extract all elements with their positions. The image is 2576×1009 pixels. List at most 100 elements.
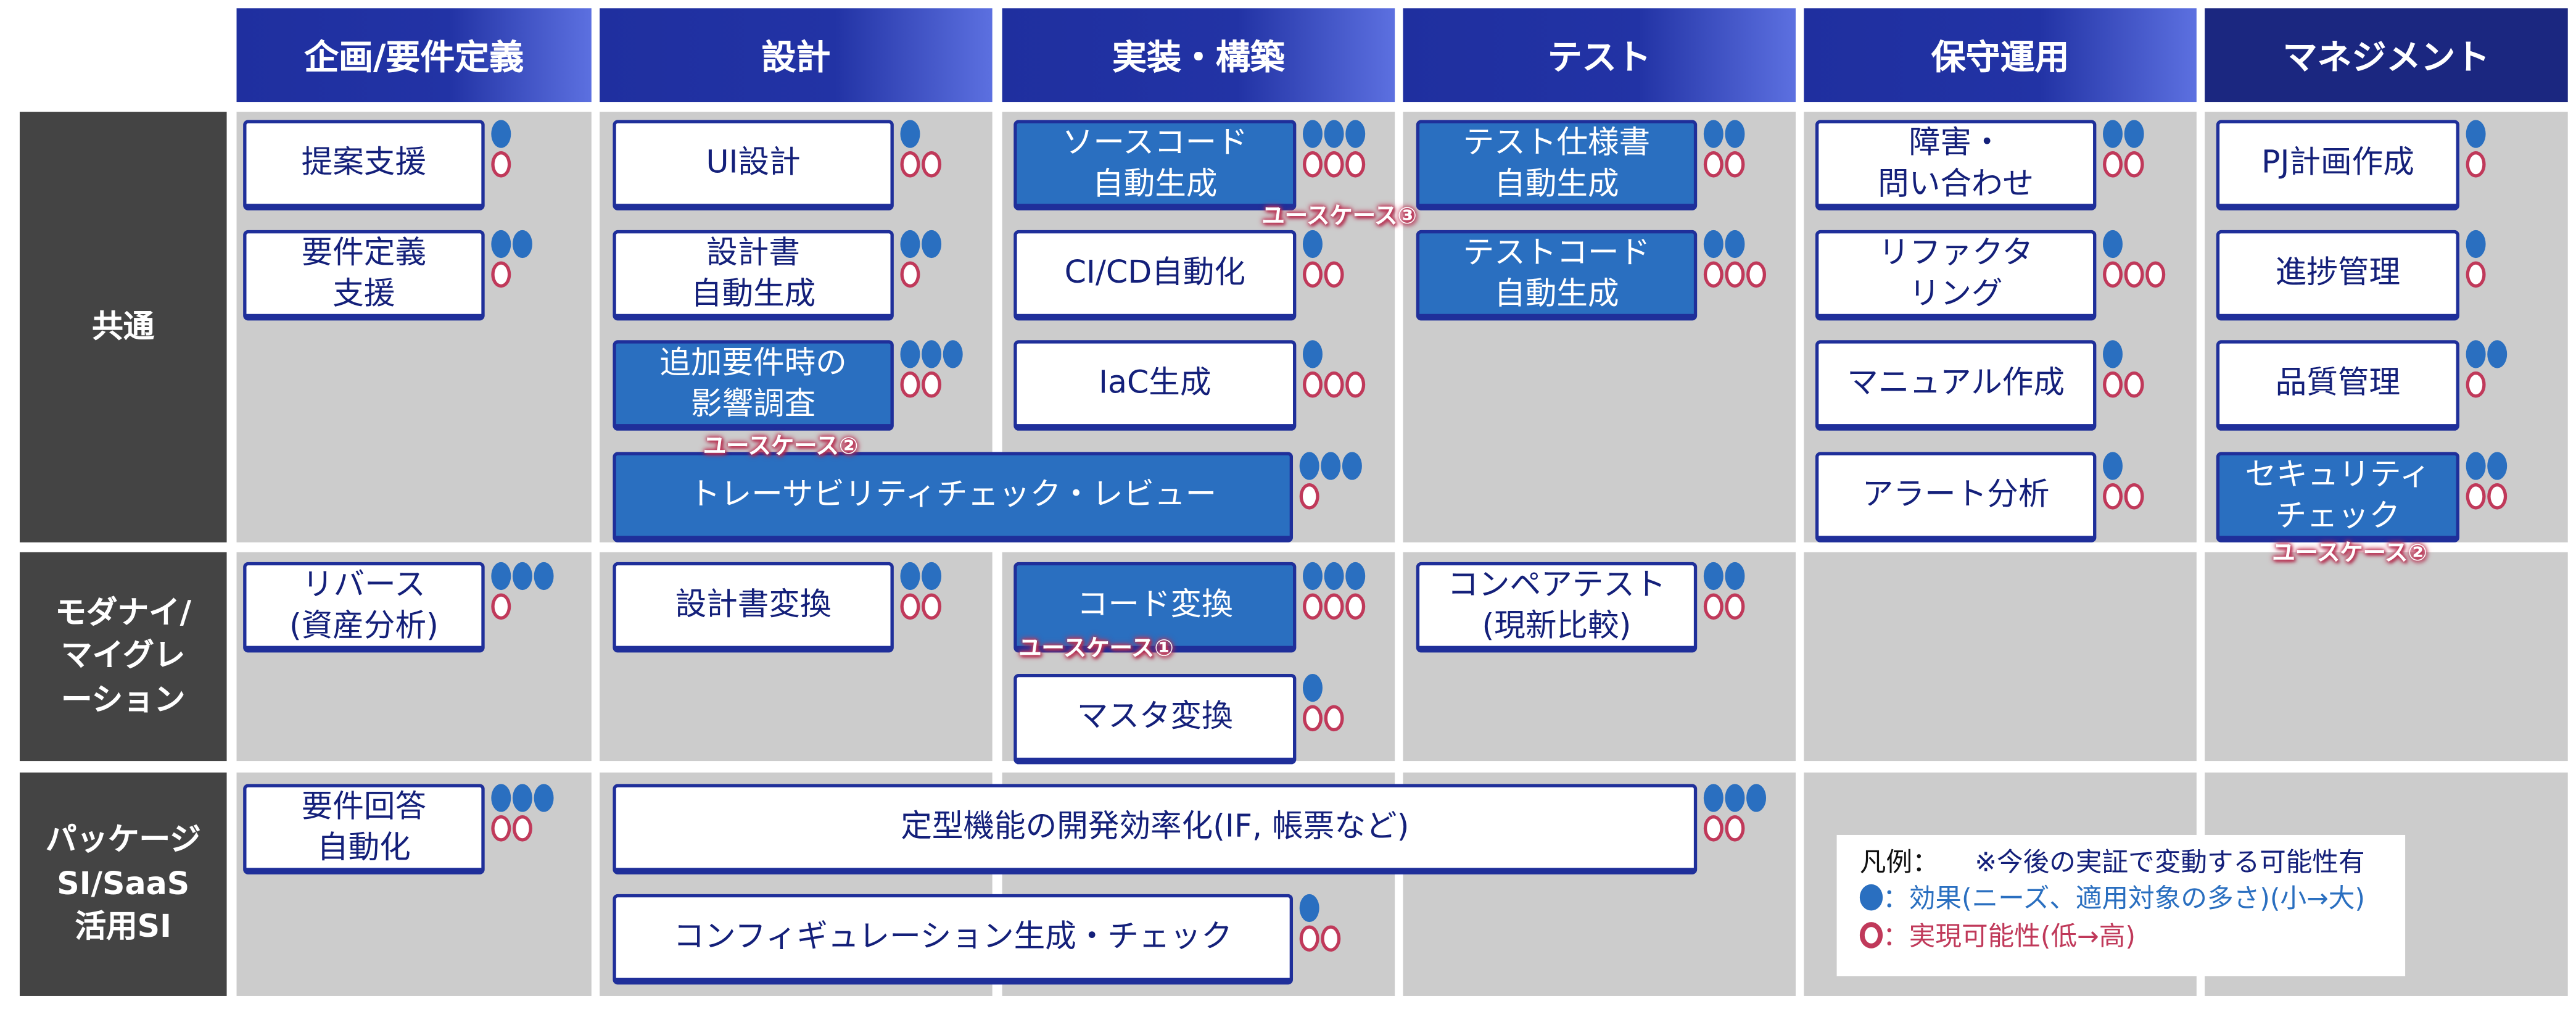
feasibility-ring-icon [1345,371,1366,398]
feasibility-ring-icon [1703,261,1724,288]
card-label: 進捗管理 [2275,255,2401,291]
rating-dots [2466,340,2508,398]
rating-dots [491,230,532,288]
card-label: リバース (資産分析) [289,567,439,644]
usecase-2-label: ユースケース② [703,434,859,460]
card-requirements-answer: 要件回答 自動化 [243,784,485,874]
card-requirements-support: 要件定義 支援 [243,230,485,321]
rating-dots [1703,562,1745,620]
feasibility-ring-icon [2103,371,2123,398]
feasibility-ring-icon [1725,815,1745,842]
rating-dots [1703,230,1767,288]
effect-dot-icon [1302,340,1323,368]
card-design-doc-generation: 設計書 自動生成 [613,230,894,321]
feasibility-ring-icon [2487,483,2508,510]
effect-dot-icon [2103,230,2123,259]
card-pj-planning: PJ計画作成 [2216,120,2459,210]
card-label: ソースコード 自動生成 [1062,124,1248,202]
feasibility-ring-icon [1324,371,1344,398]
legend-effect: ：効果(ニーズ、適用対象の多さ)(小→大) [1883,883,2366,915]
card-compare-test: コンペアテスト (現新比較) [1416,562,1698,653]
effect-dot-icon [943,340,963,368]
effect-dot-icon [1703,562,1724,591]
feasibility-ring-icon [1345,593,1366,620]
card-label: UI設計 [706,144,801,181]
card-label: 障害・ 問い合わせ [1878,124,2034,202]
feasibility-ring-icon [900,151,920,178]
card-label: コンペアテスト (現新比較) [1447,567,1666,644]
card-label: 要件定義 支援 [301,235,427,312]
grid-cell-r1-c4 [1804,552,2197,762]
rating-dots [1302,230,1344,288]
feasibility-ring-icon [1746,261,1767,288]
feasibility-ring-icon [1324,593,1344,620]
feasibility-ring-icon [1321,925,1341,952]
card-refactoring: リファクタ リング [1815,230,2097,321]
card-label: 定型機能の開発効率化(IF, 帳票など) [901,808,1410,845]
card-label: マニュアル作成 [1847,365,2065,402]
effect-dot-icon [922,230,942,259]
feasibility-ring-icon [922,371,942,398]
feasibility-ring-icon [1324,705,1344,732]
rating-dots [2466,452,2508,510]
card-impact-analysis: 追加要件時の 影響調査 [613,340,894,431]
feasibility-ring-icon [1324,261,1344,288]
effect-dot-icon [1703,784,1724,812]
card-reverse-engineering: リバース (資産分析) [243,562,485,653]
column-header-planning: 企画/要件定義 [236,8,592,102]
feasibility-ring-icon [1302,261,1323,288]
effect-dot-icon [491,120,511,148]
rating-dots [2466,120,2486,178]
card-label: 提案支援 [301,144,427,181]
feasibility-ring-icon [1725,261,1745,288]
card-test-code-generation: テストコード 自動生成 [1416,230,1698,321]
effect-dot-icon [1302,230,1323,259]
feasibility-ring-icon [1299,925,1319,952]
feasibility-ring-icon [900,261,920,288]
rating-dots [2466,230,2486,288]
effect-dot-icon [534,562,554,591]
card-cicd-automation: CI/CD自動化 [1013,230,1297,321]
card-proposal-support: 提案支援 [243,120,485,210]
card-label: CI/CD自動化 [1064,255,1245,291]
card-design-doc-conversion: 設計書変換 [613,562,894,653]
card-configuration-check: コンフィギュレーション生成・チェック [613,894,1294,985]
feasibility-ring-icon [2103,151,2123,178]
card-label: アラート分析 [1862,476,2050,513]
feasibility-ring-icon [491,815,511,842]
card-test-spec-generation: テスト仕様書 自動生成 [1416,120,1698,210]
effect-dot-icon [2103,340,2123,368]
row-header-modernization: モダナイ/ マイグレ ーション [19,552,227,762]
effect-dot-icon [2466,120,2486,148]
row-header-package-si: パッケージ SI/SaaS 活用SI [19,772,227,996]
effect-dot-icon [491,562,511,591]
feasibility-ring-icon [2466,261,2486,288]
card-label: 追加要件時の 影響調査 [659,344,847,422]
card-label: 設計書変換 [675,587,832,623]
feasibility-ring-icon [491,261,511,288]
card-label: リファクタ リング [1878,235,2034,312]
open-circle-icon [1859,921,1883,949]
card-label: コンフィギュレーション生成・チェック [673,919,1232,955]
usecase-2-label-security: ユースケース② [2272,541,2427,567]
effect-dot-icon [2487,340,2508,368]
rating-dots [1299,894,1341,952]
feasibility-ring-icon [900,371,920,398]
feasibility-ring-icon [2124,261,2144,288]
card-progress-management: 進捗管理 [2216,230,2459,321]
card-source-code-generation: ソースコード 自動生成 [1013,120,1297,210]
effect-dot-icon [1746,784,1767,812]
effect-dot-icon [1324,562,1344,591]
feasibility-ring-icon [1345,151,1366,178]
rating-dots [1302,120,1366,178]
effect-dot-icon [1342,452,1362,480]
feasibility-ring-icon [1703,593,1724,620]
rating-dots [2103,340,2144,398]
usecase-1-label: ユースケース① [1018,636,1174,663]
effect-dot-icon [491,784,511,812]
column-header-implementation: 実装・構築 [1002,8,1395,102]
effect-dot-icon [534,784,554,812]
effect-dot-icon [512,562,532,591]
effect-dot-icon [491,230,511,259]
feasibility-ring-icon [512,815,532,842]
